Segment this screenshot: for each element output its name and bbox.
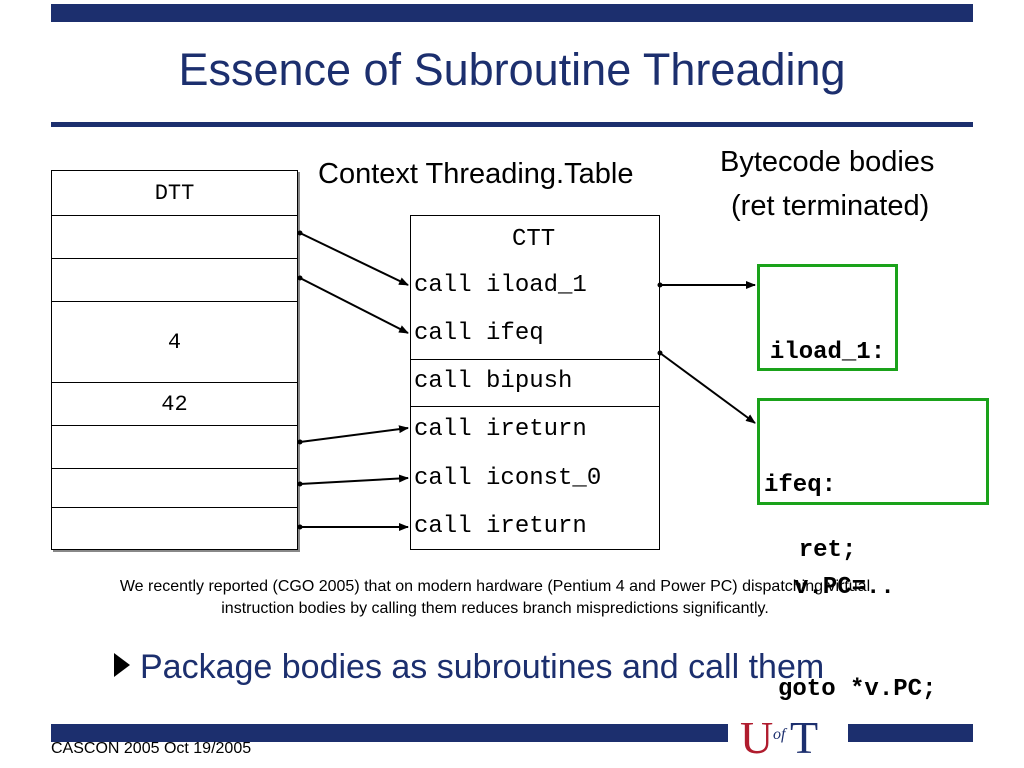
- ctt-row-bipush: call bipush: [414, 368, 573, 395]
- arrow-dot: [297, 439, 303, 445]
- note-line: We recently reported (CGO 2005) that on …: [119, 578, 871, 595]
- university-logo: U of T: [740, 709, 836, 763]
- iload-body-box: iload_1: .. ret;: [757, 264, 898, 564]
- dtt-row: [51, 258, 298, 302]
- ctt-row-ifeq: call ifeq: [414, 320, 544, 347]
- dtt-label: DTT: [51, 170, 298, 216]
- ctt-heading: Context Threading.Table: [318, 158, 634, 190]
- bullet-text: Package bodies as subroutines and call t…: [140, 648, 825, 686]
- dtt-row: 42: [161, 392, 188, 417]
- bodies-heading-1: Bytecode bodies: [720, 146, 935, 178]
- iload-body-line: ret;: [798, 537, 857, 564]
- research-note: We recently reported (CGO 2005) that on …: [40, 576, 950, 620]
- logo-letter-u: U: [740, 712, 773, 761]
- arrow-dot: [297, 524, 303, 530]
- arrow-dot: [297, 481, 303, 487]
- ifeq-body-box: ifeq: v.PC=.. goto *v.PC;: [757, 398, 989, 703]
- footer-text: CASCON 2005 Oct 19/2005: [51, 740, 252, 757]
- triangle-right-icon: [114, 653, 130, 678]
- top-bar: [51, 4, 973, 22]
- ifeq-body-line: goto *v.PC;: [778, 676, 937, 703]
- slide-title: Essence of Subroutine Threading: [178, 44, 846, 95]
- arrow-dtt-to-ifeq: [299, 277, 409, 334]
- bottom-bar-right: [848, 724, 973, 742]
- dtt-row: [51, 507, 298, 550]
- ctt-row-ireturn-2: call ireturn: [414, 513, 587, 540]
- ctt-row-iload: call iload_1: [414, 272, 587, 299]
- bodies-heading-2: (ret terminated): [731, 190, 930, 222]
- dtt-row: [51, 425, 298, 469]
- arrow-dtt-to-ireturn: [299, 425, 409, 443]
- arrow-dot: [297, 230, 303, 236]
- iload-body-line: iload_1:: [769, 339, 886, 366]
- dtt-row: [51, 215, 298, 259]
- bottom-bar-left: [51, 724, 728, 742]
- bullet-point: Package bodies as subroutines and call t…: [112, 648, 824, 687]
- ctt-row-ireturn: call ireturn: [414, 416, 587, 443]
- dtt-row: [51, 468, 298, 508]
- arrow-dtt-to-iload: [299, 232, 409, 286]
- dtt-table: DTT 4 42: [51, 170, 300, 550]
- logo-letter-t: T: [790, 712, 818, 761]
- logo-letter-of: of: [773, 726, 788, 743]
- arrow-dtt-to-iconst: [299, 474, 409, 485]
- title-underline: [51, 122, 973, 127]
- arrow-dot: [297, 275, 303, 281]
- ctt-row-iconst: call iconst_0: [414, 465, 602, 492]
- ifeq-body-line: ifeq:: [764, 472, 837, 499]
- ctt-table: CTT call iload_1 call ifeq call bipush c…: [410, 215, 660, 550]
- uoft-logo-mark: U of T: [740, 712, 818, 763]
- arrow-dot: [657, 282, 663, 288]
- ctt-label: CTT: [512, 226, 556, 253]
- ctt-divider: [411, 359, 659, 360]
- arrow-ctt-to-ifeq-body: [659, 352, 756, 424]
- note-line: instruction bodies by calling them reduc…: [221, 600, 769, 617]
- ctt-divider: [411, 406, 659, 407]
- arrow-dot: [657, 350, 663, 356]
- dtt-row: [51, 382, 298, 426]
- ifeq-body-line: v.PC=..: [794, 574, 895, 601]
